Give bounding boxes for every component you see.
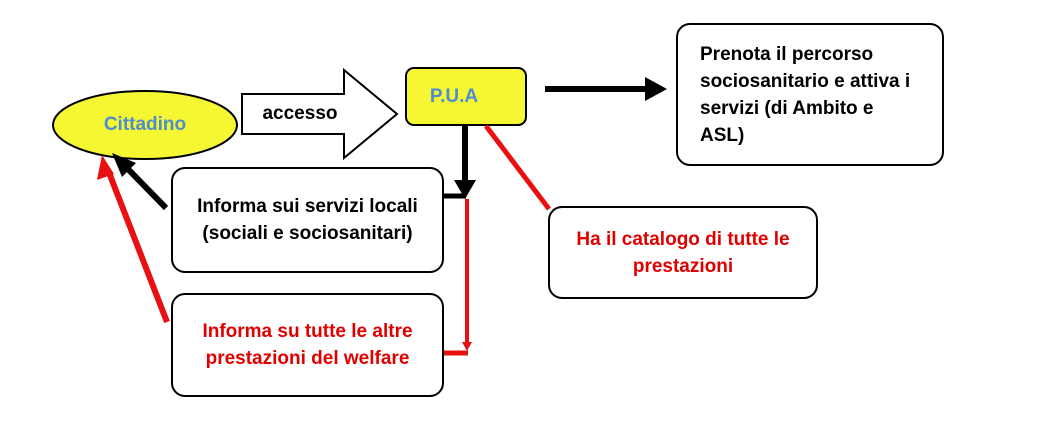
informa-welfare-to-cittadino-arrowhead <box>97 155 114 180</box>
pua-to-catalogo-connector <box>484 124 551 211</box>
catalogo-label: Ha il catalogo di tutte le prestazioni <box>576 228 790 277</box>
accesso-label: accesso <box>262 103 338 124</box>
prenota-node: Prenota il percorso sociosanitario e att… <box>676 23 944 166</box>
informa-welfare-label: Informa su tutte le altre prestazioni de… <box>202 321 413 369</box>
informa-servizi-to-cittadino-arrowhead <box>112 153 136 177</box>
informa-welfare-node: Informa su tutte le altre prestazioni de… <box>171 293 444 397</box>
pua-down-arrowhead <box>454 180 476 199</box>
cittadino-label: Cittadino <box>103 114 187 135</box>
accesso-arrow <box>241 67 399 161</box>
informa-servizi-label: Informa sui servizi locali (sociali e so… <box>197 196 418 244</box>
catalogo-node: Ha il catalogo di tutte le prestazioni <box>548 206 818 299</box>
cittadino-node <box>52 90 238 160</box>
informa-servizi-node: Informa sui servizi locali (sociali e so… <box>171 167 444 273</box>
red-vertical-arrowhead <box>462 342 472 351</box>
pua-label: P.U.A <box>429 86 479 107</box>
informa-servizi-to-cittadino-connector <box>121 162 169 211</box>
informa-welfare-to-cittadino-connector <box>105 168 170 324</box>
pua-to-prenota-arrowhead <box>645 77 667 101</box>
prenota-label: Prenota il percorso sociosanitario e att… <box>700 43 911 146</box>
